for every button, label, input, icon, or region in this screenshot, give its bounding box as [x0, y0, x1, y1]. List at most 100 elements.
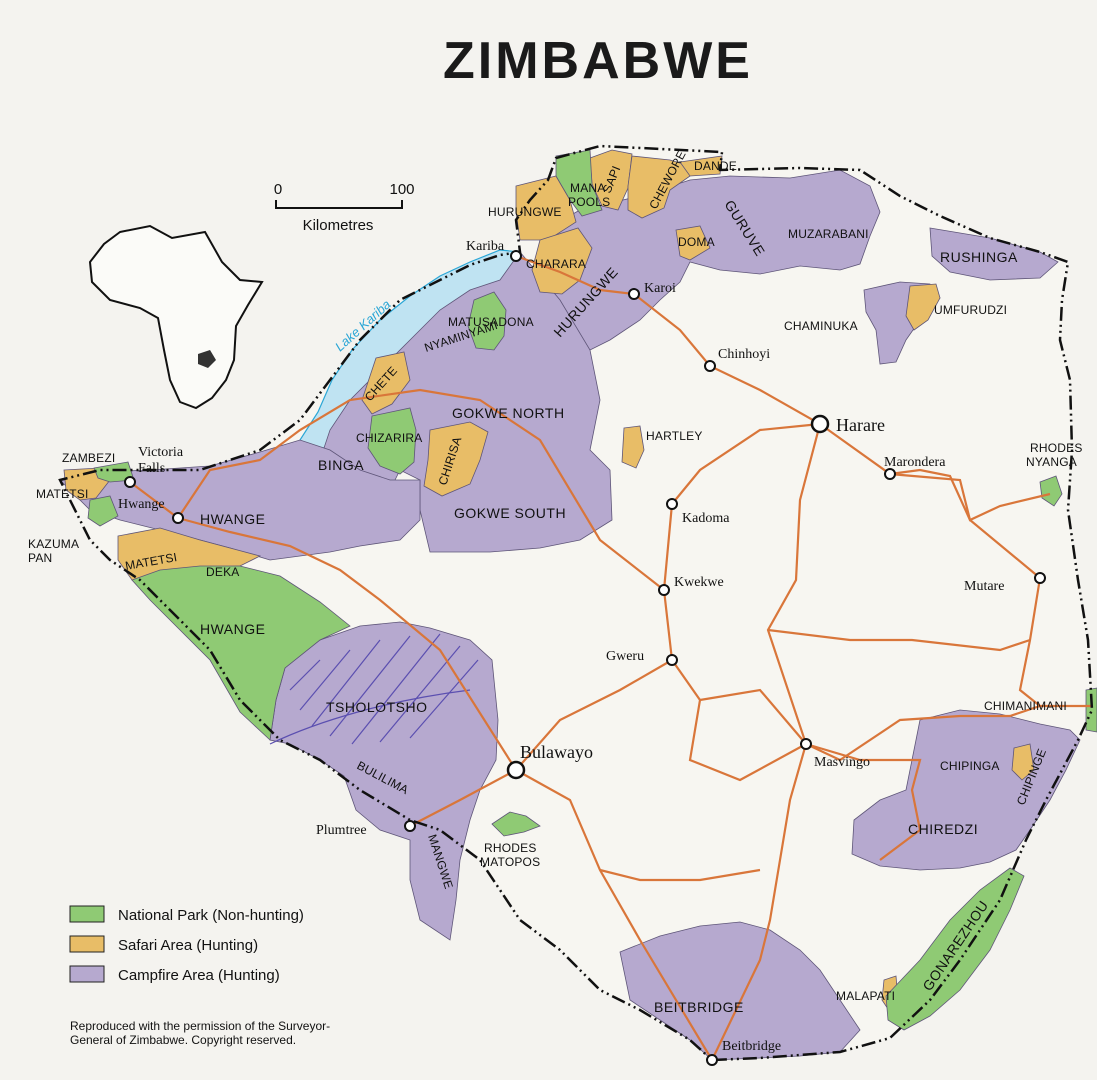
label-matusadona: MATUSADONA [448, 315, 534, 329]
town-marker-hwange [172, 512, 184, 524]
label-rhodes-matopos-line2: MATOPOS [480, 855, 540, 869]
safari-hartley [621, 425, 645, 469]
park-chizarira [367, 407, 417, 475]
label-umfurudzi: UMFURUDZI [934, 303, 1007, 317]
label-mana-pools-line1: MANA [570, 181, 605, 195]
safari-areas [63, 149, 1035, 1013]
town-marker-karoi [628, 288, 640, 300]
credit: Reproduced with the permission of the Su… [70, 1019, 330, 1047]
town-hwange: Hwange [118, 497, 165, 512]
town-beitbridge: Beitbridge [722, 1039, 781, 1054]
africa-locator-inset [88, 224, 264, 410]
label-rushinga: RUSHINGA [940, 249, 1018, 265]
town-marker-marondera [884, 468, 896, 480]
safari-chirisa [423, 421, 489, 497]
map-title: ZIMBABWE [443, 32, 753, 90]
towns: Kariba Karoi Chinhoyi Harare Marondera V… [118, 239, 1046, 1066]
town-kariba: Kariba [466, 239, 505, 254]
town-marker-mutare [1034, 572, 1046, 584]
scale-end: 100 [389, 181, 414, 198]
town-marker-masvingo [800, 738, 812, 750]
park-mana-pools [555, 149, 603, 217]
label-mana-pools-line2: POOLS [568, 195, 610, 209]
legend-swatch-safari-area [69, 935, 105, 953]
town-marker-kadoma [666, 498, 678, 510]
label-hwange-np: HWANGE [200, 621, 265, 637]
legend-label-campfire-area: Campfire Area (Hunting) [118, 967, 280, 984]
label-rhodes-nyanga-line1: RHODES [1030, 441, 1083, 455]
label-chipinga: CHIPINGA [940, 759, 1000, 773]
legend-label-safari-area: Safari Area (Hunting) [118, 937, 258, 954]
park-gonarezhou [885, 867, 1025, 1031]
campfire-beitbridge [619, 921, 861, 1061]
label-binga: BINGA [318, 457, 364, 473]
label-hurungwe-top: HURUNGWE [488, 205, 562, 219]
label-kazuma-line2: PAN [28, 551, 52, 565]
tsholotsho-hatching [269, 633, 479, 745]
town-marker-kwekwe [658, 584, 670, 596]
legend-label-national-park: National Park (Non-hunting) [118, 907, 304, 924]
park-hwange [131, 565, 351, 741]
town-marker-gweru [666, 654, 678, 666]
label-chaminuka: CHAMINUKA [784, 319, 858, 333]
africa-outline [88, 224, 264, 410]
label-gokwe-north: GOKWE NORTH [452, 405, 565, 421]
label-chizarira: CHIZARIRA [356, 431, 422, 445]
national-parks [87, 149, 1097, 1031]
town-victoria-falls-line1: Victoria [138, 445, 184, 460]
town-mutare: Mutare [964, 579, 1004, 594]
zimbabwe-land [60, 146, 1092, 1060]
park-rhodes-matopos [491, 811, 541, 837]
town-marker-kariba [510, 250, 522, 262]
label-doma: DOMA [678, 235, 715, 249]
town-marker-chinhoyi [704, 360, 716, 372]
town-kadoma: Kadoma [682, 511, 730, 526]
safari-dande [679, 155, 723, 177]
country-border [58, 144, 1094, 1062]
town-marker-victoria-falls [124, 476, 136, 488]
legend: National Park (Non-hunting) Safari Area … [69, 905, 304, 984]
town-masvingo: Masvingo [814, 755, 870, 770]
label-tsholotsho: TSHOLOTSHO [326, 699, 427, 715]
legend-swatch-campfire-area [69, 965, 105, 983]
town-marker-beitbridge [706, 1054, 718, 1066]
label-kazuma-line1: KAZUMA [28, 537, 79, 551]
town-gweru: Gweru [606, 649, 644, 664]
credit-line2: General of Zimbabwe. Copyright reserved. [70, 1033, 296, 1047]
town-marker-harare [810, 414, 830, 434]
label-matetsi-north: MATETSI [36, 487, 89, 501]
town-marker-bulawayo [506, 760, 526, 780]
park-kazuma-pan [87, 495, 119, 527]
scale-start: 0 [274, 181, 282, 198]
park-matusadona [467, 291, 507, 351]
town-harare: Harare [836, 415, 885, 435]
label-muzarabani: MUZARABANI [788, 227, 869, 241]
safari-chipinga [1011, 743, 1035, 781]
road-network [129, 254, 1092, 1061]
campfire-nyaminyami-gokwe [319, 251, 613, 553]
label-beitbridge-area: BEITBRIDGE [654, 999, 744, 1015]
town-kwekwe: Kwekwe [674, 575, 724, 590]
label-gokwe-south: GOKWE SOUTH [454, 505, 566, 521]
zimbabwe-locator-mark [198, 350, 216, 368]
label-zambezi: ZAMBEZI [62, 451, 115, 465]
park-chimanimani [1085, 687, 1097, 733]
town-marondera: Marondera [884, 455, 946, 470]
label-dande: DANDE [694, 159, 737, 173]
scale-bar: 0 100 Kilometres [274, 181, 415, 234]
safari-chete [361, 351, 411, 415]
label-malapati: MALAPATI [836, 989, 895, 1003]
town-marker-plumtree [404, 820, 416, 832]
label-rhodes-nyanga-line2: NYANGA [1026, 455, 1077, 469]
safari-doma [675, 225, 711, 261]
scale-unit: Kilometres [303, 217, 374, 234]
park-zambezi [93, 461, 135, 483]
legend-swatch-national-park [69, 905, 105, 923]
label-chiredzi: CHIREDZI [908, 821, 978, 837]
town-victoria-falls-line2: Falls [138, 461, 165, 476]
safari-charara [531, 227, 593, 295]
town-karoi: Karoi [644, 281, 676, 296]
label-hwange-area: HWANGE [200, 511, 265, 527]
label-charara: CHARARA [526, 257, 586, 271]
